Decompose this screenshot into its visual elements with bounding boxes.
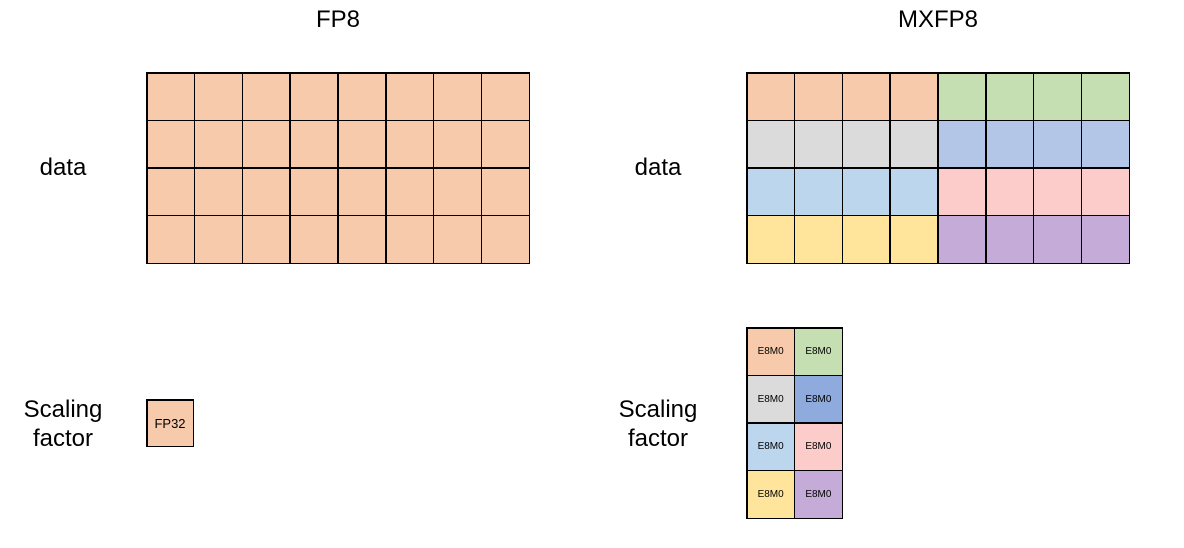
fp8-scaling-label-line2: factor	[32, 425, 94, 452]
fp8-data-cell	[338, 168, 386, 215]
mxfp8-data-cell	[986, 121, 1033, 168]
mxfp8-data-grid	[746, 72, 1130, 264]
mxfp8-data-cell	[843, 216, 890, 263]
e8m0-scale-cell: E8M0	[747, 376, 794, 423]
fp8-title: FP8	[315, 6, 360, 33]
fp8-data-cell	[434, 121, 481, 168]
fp8-data-cell	[243, 216, 290, 263]
mxfp8-data-cell	[795, 121, 842, 168]
fp8-data-cell	[243, 73, 290, 120]
mxfp8-data-cell	[938, 73, 986, 120]
fp8-data-cell	[195, 121, 242, 168]
fp8-data-cell	[195, 168, 242, 215]
mxfp8-data-cell	[938, 168, 986, 215]
e8m0-scale-cell: E8M0	[795, 471, 842, 518]
fp8-data-cell	[147, 73, 194, 120]
fp8-data-cell	[195, 216, 242, 263]
fp8-data-cell	[434, 168, 481, 215]
mxfp8-data-label: data	[634, 154, 682, 181]
mxfp8-data-cell	[747, 168, 794, 215]
mxfp8-title: MXFP8	[897, 6, 978, 33]
e8m0-scale-cell: E8M0	[795, 423, 842, 470]
mxfp8-data-cell	[986, 168, 1033, 215]
fp8-data-cell	[434, 73, 481, 120]
mxfp8-data-cell	[890, 121, 938, 168]
mxfp8-data-cell	[1082, 121, 1129, 168]
mxfp8-scaling-label: Scaling factor	[596, 395, 720, 453]
mxfp8-data-cell	[938, 216, 986, 263]
mxfp8-data-cell	[986, 73, 1033, 120]
fp8-data-cell	[147, 216, 194, 263]
mxfp8-data-cell	[1082, 73, 1129, 120]
fp8-data-cell	[386, 121, 433, 168]
fp8-data-cell	[243, 168, 290, 215]
e8m0-scale-cell: E8M0	[747, 328, 794, 375]
mxfp8-data-cell	[747, 121, 794, 168]
mxfp8-data-cell	[795, 216, 842, 263]
fp32-scale-cell: FP32	[147, 400, 193, 446]
fp8-data-cell	[290, 121, 338, 168]
fp8-data-cell	[338, 73, 386, 120]
mxfp8-data-cell	[1034, 121, 1081, 168]
mxfp8-scaling-label-line2: factor	[627, 425, 689, 452]
mxfp8-data-cell	[1034, 73, 1081, 120]
fp8-data-cell	[482, 168, 529, 215]
fp8-scaling-label-line1: Scaling	[23, 396, 103, 423]
e8m0-scale-cell: E8M0	[795, 328, 842, 375]
fp8-data-cell	[290, 73, 338, 120]
mxfp8-data-cell	[795, 73, 842, 120]
mxfp8-data-cell	[795, 168, 842, 215]
mxfp8-data-cell	[1082, 216, 1129, 263]
fp8-scaling-grid: FP32	[146, 399, 194, 447]
fp8-data-cell	[338, 121, 386, 168]
mxfp8-data-cell	[890, 73, 938, 120]
fp8-data-cell	[290, 216, 338, 263]
mxfp8-data-cell	[747, 73, 794, 120]
fp8-data-grid	[146, 72, 530, 264]
mxfp8-data-cell	[890, 216, 938, 263]
mxfp8-data-cell	[986, 216, 1033, 263]
fp8-data-label: data	[39, 154, 87, 181]
e8m0-scale-cell: E8M0	[747, 471, 794, 518]
fp8-data-cell	[243, 121, 290, 168]
fp8-scaling-label: Scaling factor	[0, 395, 126, 453]
fp8-data-cell	[338, 216, 386, 263]
mxfp8-data-cell	[843, 121, 890, 168]
fp8-data-cell	[386, 216, 433, 263]
mxfp8-data-cell	[890, 168, 938, 215]
fp8-data-cell	[386, 73, 433, 120]
fp8-data-cell	[482, 216, 529, 263]
fp8-data-cell	[147, 121, 194, 168]
mxfp8-data-cell	[938, 121, 986, 168]
mxfp8-scaling-label-line1: Scaling	[618, 396, 698, 423]
mxfp8-data-cell	[747, 216, 794, 263]
fp8-data-cell	[195, 73, 242, 120]
mxfp8-data-cell	[1082, 168, 1129, 215]
mxfp8-data-cell	[1034, 216, 1081, 263]
mxfp8-data-cell	[843, 168, 890, 215]
fp8-data-cell	[147, 168, 194, 215]
fp8-data-cell	[434, 216, 481, 263]
fp8-data-cell	[386, 168, 433, 215]
e8m0-scale-cell: E8M0	[747, 423, 794, 470]
mxfp8-data-cell	[1034, 168, 1081, 215]
fp8-data-cell	[482, 73, 529, 120]
fp8-data-cell	[290, 168, 338, 215]
e8m0-scale-cell: E8M0	[795, 376, 842, 423]
fp8-data-cell	[482, 121, 529, 168]
mxfp8-data-cell	[843, 73, 890, 120]
